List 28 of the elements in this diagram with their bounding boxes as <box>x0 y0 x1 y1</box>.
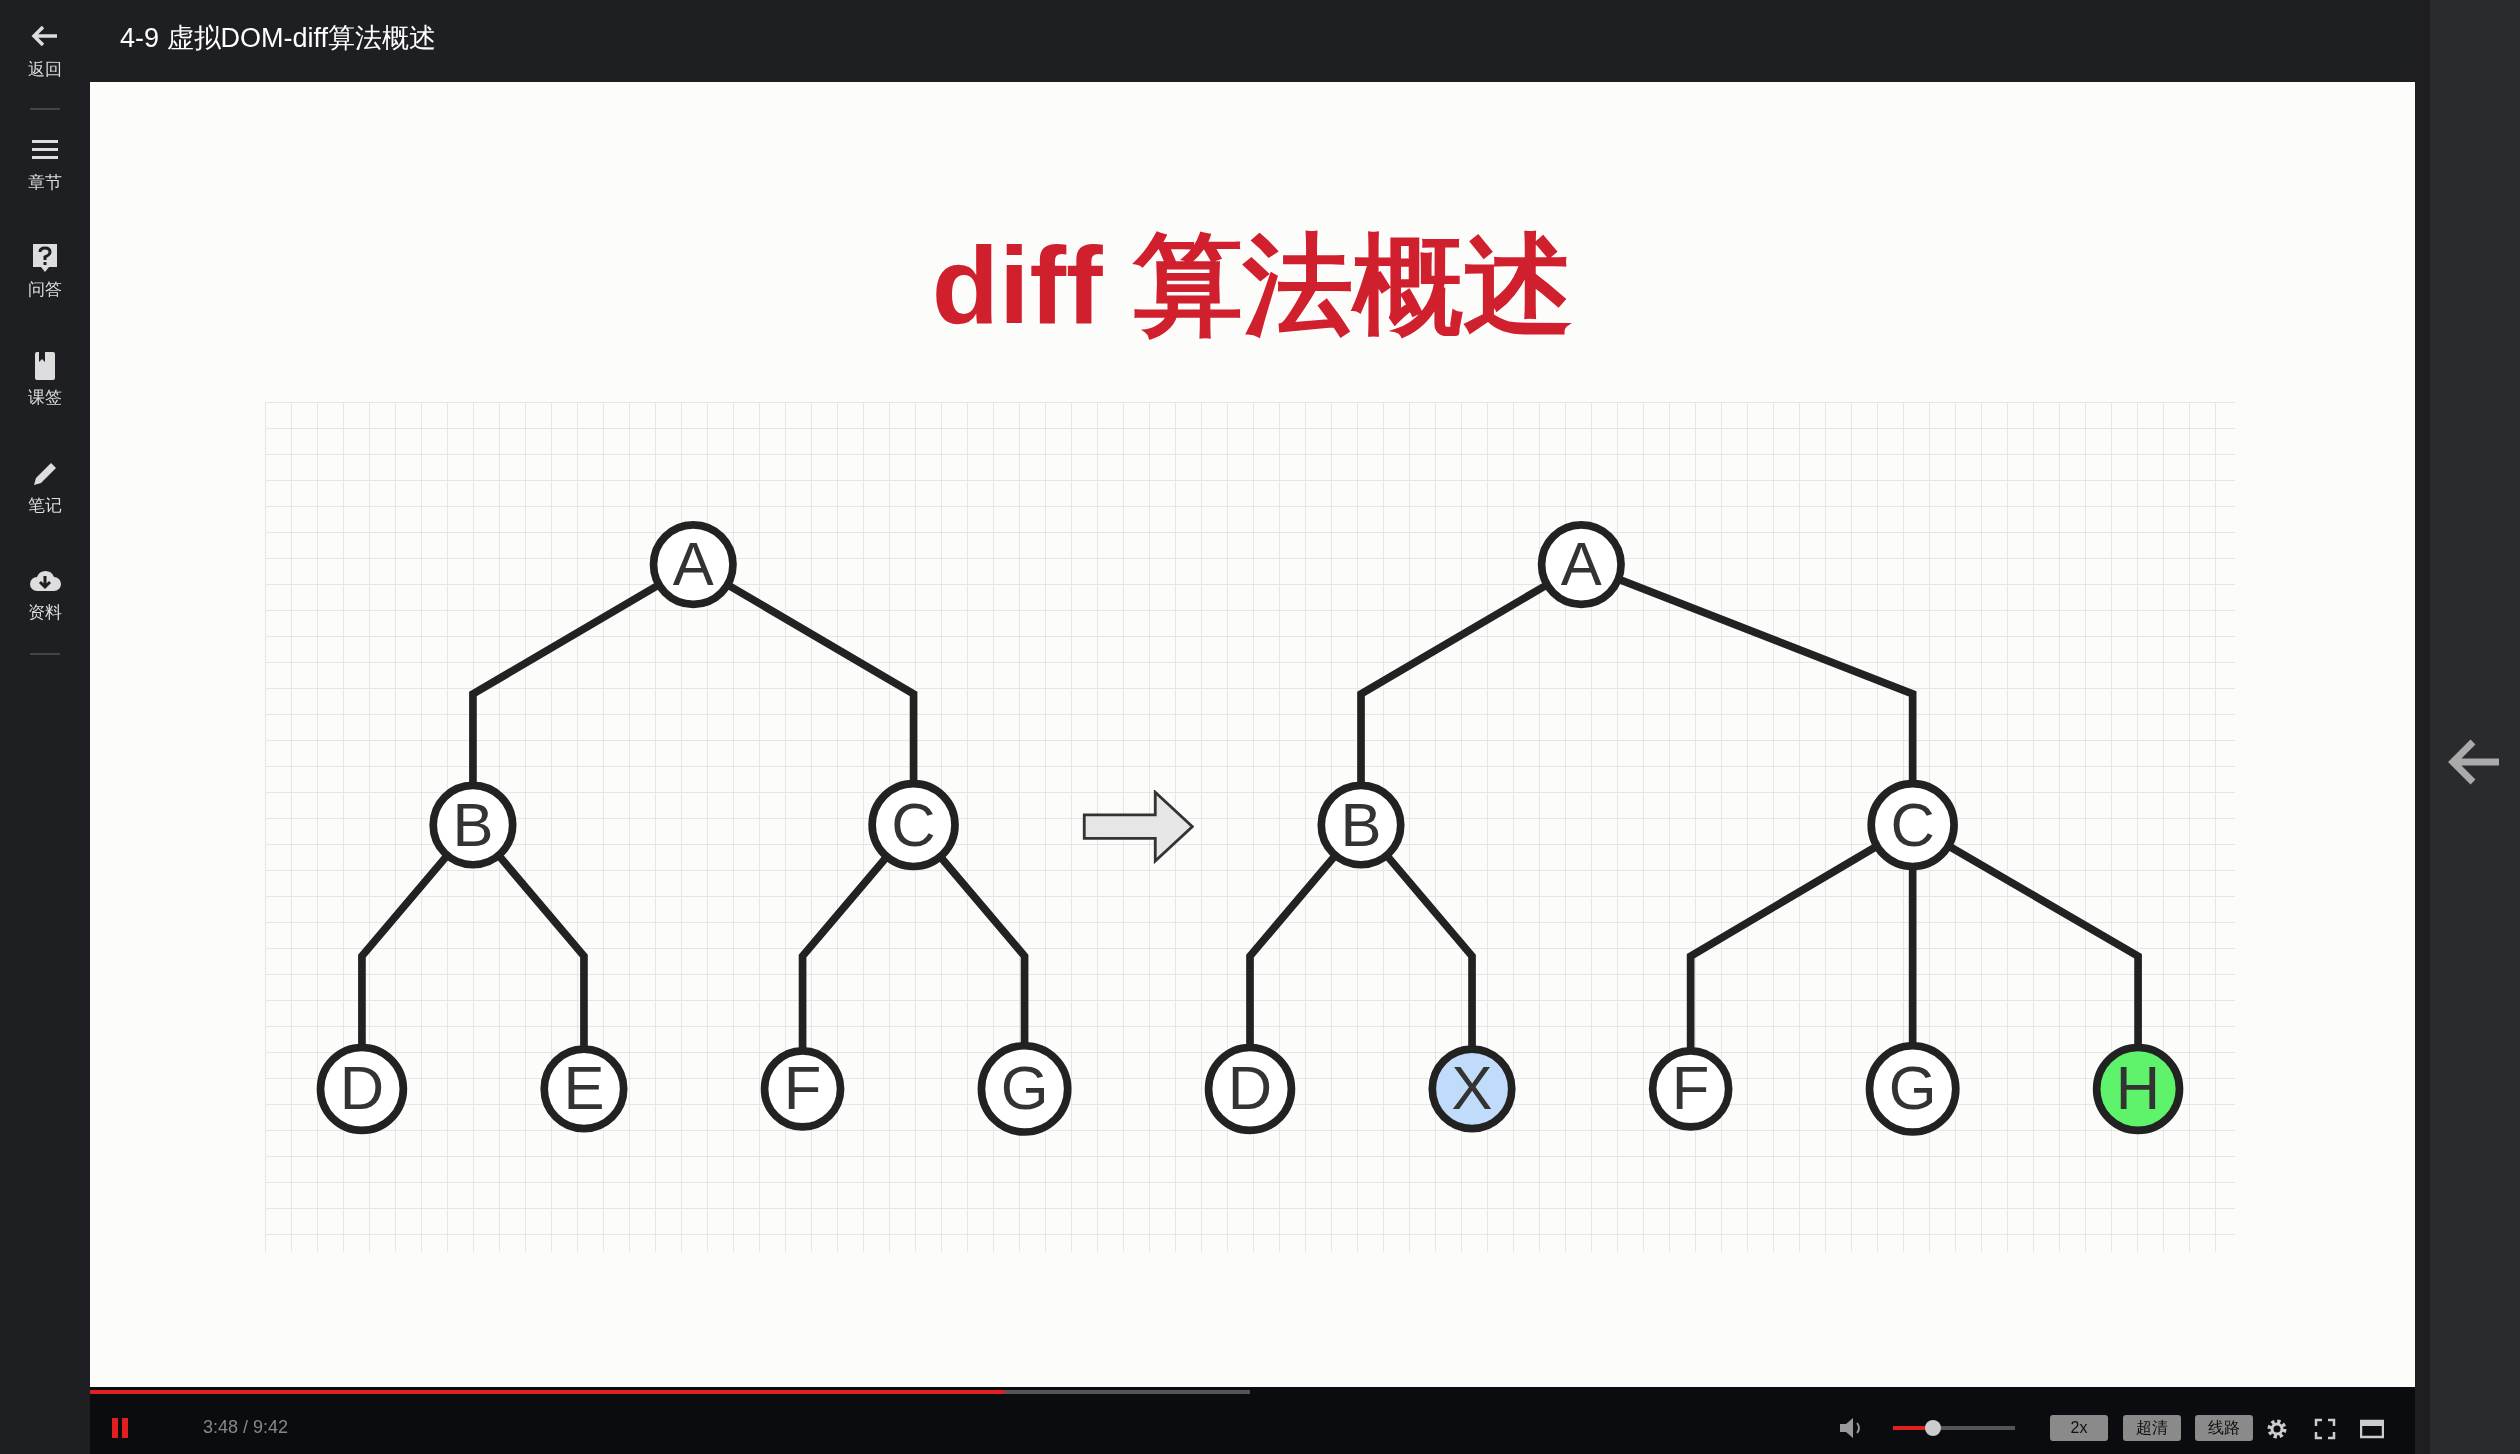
node-circle <box>1865 1042 1960 1137</box>
node-circle <box>1648 1047 1733 1131</box>
node-circle <box>1317 781 1405 869</box>
node-circle <box>1428 1045 1516 1133</box>
sidebar-label: 课签 <box>28 387 62 409</box>
video-title: 4-9 虚拟DOM-diff算法概述 <box>120 22 437 55</box>
sidebar-label: 笔记 <box>28 495 62 517</box>
node-circle <box>316 1043 408 1135</box>
sidebar-label: 问答 <box>28 279 62 301</box>
slide-title: diff 算法概述 <box>930 222 1575 348</box>
node-circle <box>2092 1043 2184 1135</box>
sidebar-label: 资料 <box>28 602 62 624</box>
node-circle <box>540 1045 628 1133</box>
node-circle <box>868 780 959 871</box>
node-circle <box>977 1042 1072 1137</box>
node-circle <box>1204 1043 1296 1135</box>
player-button: 超清 <box>2123 1415 2181 1441</box>
node-circle <box>1537 521 1625 609</box>
player-button: 2x <box>2050 1415 2108 1441</box>
sidebar-label: 返回 <box>28 59 62 81</box>
node-circle <box>760 1047 845 1131</box>
node-circle <box>1867 780 1958 871</box>
grid-background: A B C D E F G A B C D X F G H <box>265 402 2235 1252</box>
player-button: 线路 <box>2195 1415 2253 1441</box>
node-circle <box>429 781 517 869</box>
sidebar-label: 章节 <box>28 172 62 194</box>
node-circle <box>649 521 737 609</box>
time-display: 3:48 / 9:42 <box>203 1417 289 1438</box>
